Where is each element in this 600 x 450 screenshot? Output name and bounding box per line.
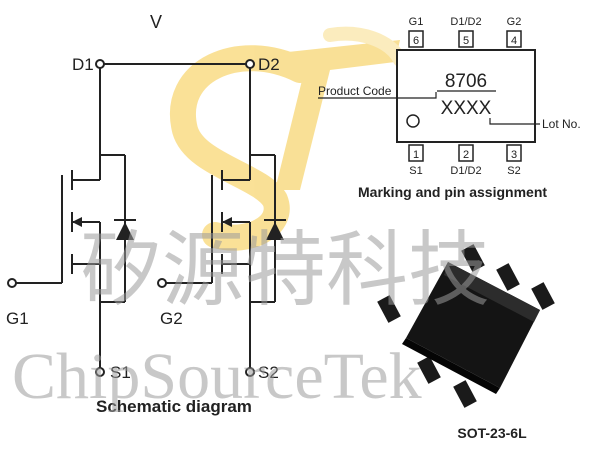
product-code-value: 8706 — [445, 71, 487, 92]
pin-5 — [458, 30, 474, 48]
pin2-number: 2 — [463, 149, 469, 161]
pin4-name: G2 — [507, 16, 522, 28]
schematic — [7, 59, 286, 377]
pin-6 — [408, 30, 424, 48]
pin-3 — [506, 144, 522, 162]
g1-label: G1 — [6, 309, 29, 328]
lot-number-value: XXXX — [441, 98, 492, 119]
marking-caption: Marking and pin assignment — [358, 184, 547, 200]
mosfet-1 — [7, 68, 136, 377]
schematic-caption: Schematic diagram — [96, 397, 252, 416]
package-caption: SOT-23-6L — [457, 425, 527, 441]
supply-label: V — [150, 12, 162, 32]
pin1-dot — [406, 114, 420, 128]
lot-number-label: Lot No. — [542, 117, 581, 131]
marking-diagram — [318, 30, 540, 162]
package-body — [396, 49, 536, 143]
pin2-name: D1/D2 — [450, 165, 481, 177]
pin6-name: G1 — [409, 16, 424, 28]
watermark-english: ChipSourceTek — [12, 340, 422, 413]
d2-label: D2 — [258, 55, 280, 74]
pin3-name: S2 — [507, 165, 520, 177]
pin1-number: 1 — [413, 149, 419, 161]
watermark-chinese: 矽源特科技 — [80, 223, 490, 318]
pin1-name: S1 — [409, 165, 422, 177]
s2-label: S2 — [258, 363, 279, 382]
package-3d-view — [377, 244, 555, 408]
d1-label: D1 — [72, 55, 94, 74]
pin-4 — [506, 30, 522, 48]
d2-terminal — [245, 59, 255, 69]
pin3-number: 3 — [511, 149, 517, 161]
pin4-number: 4 — [511, 35, 517, 47]
pin6-number: 6 — [413, 35, 419, 47]
product-code-label: Product Code — [318, 84, 392, 98]
d1-terminal — [95, 59, 105, 69]
pin5-number: 5 — [463, 35, 469, 47]
pin-1 — [408, 144, 424, 162]
mosfet-2 — [157, 68, 286, 377]
g2-label: G2 — [160, 309, 183, 328]
pin-2 — [458, 144, 474, 162]
pin5-name: D1/D2 — [450, 16, 481, 28]
s1-label: S1 — [110, 363, 131, 382]
